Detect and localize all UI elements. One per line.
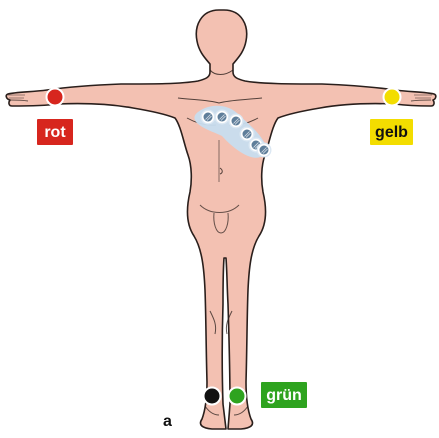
- label-gelb: gelb: [369, 118, 414, 146]
- body-silhouette: [6, 10, 436, 429]
- right-arm-electrode: [47, 89, 64, 106]
- label-rot: rot: [36, 118, 74, 146]
- figure-label: a: [163, 413, 172, 430]
- svg-text:grün: grün: [266, 387, 302, 404]
- left-leg-electrode: [229, 388, 246, 405]
- left-arm-electrode: [384, 89, 401, 106]
- right-leg-electrode: [204, 388, 221, 405]
- svg-text:rot: rot: [44, 124, 66, 141]
- label-gruen: grün: [260, 381, 308, 409]
- svg-text:gelb: gelb: [375, 124, 408, 141]
